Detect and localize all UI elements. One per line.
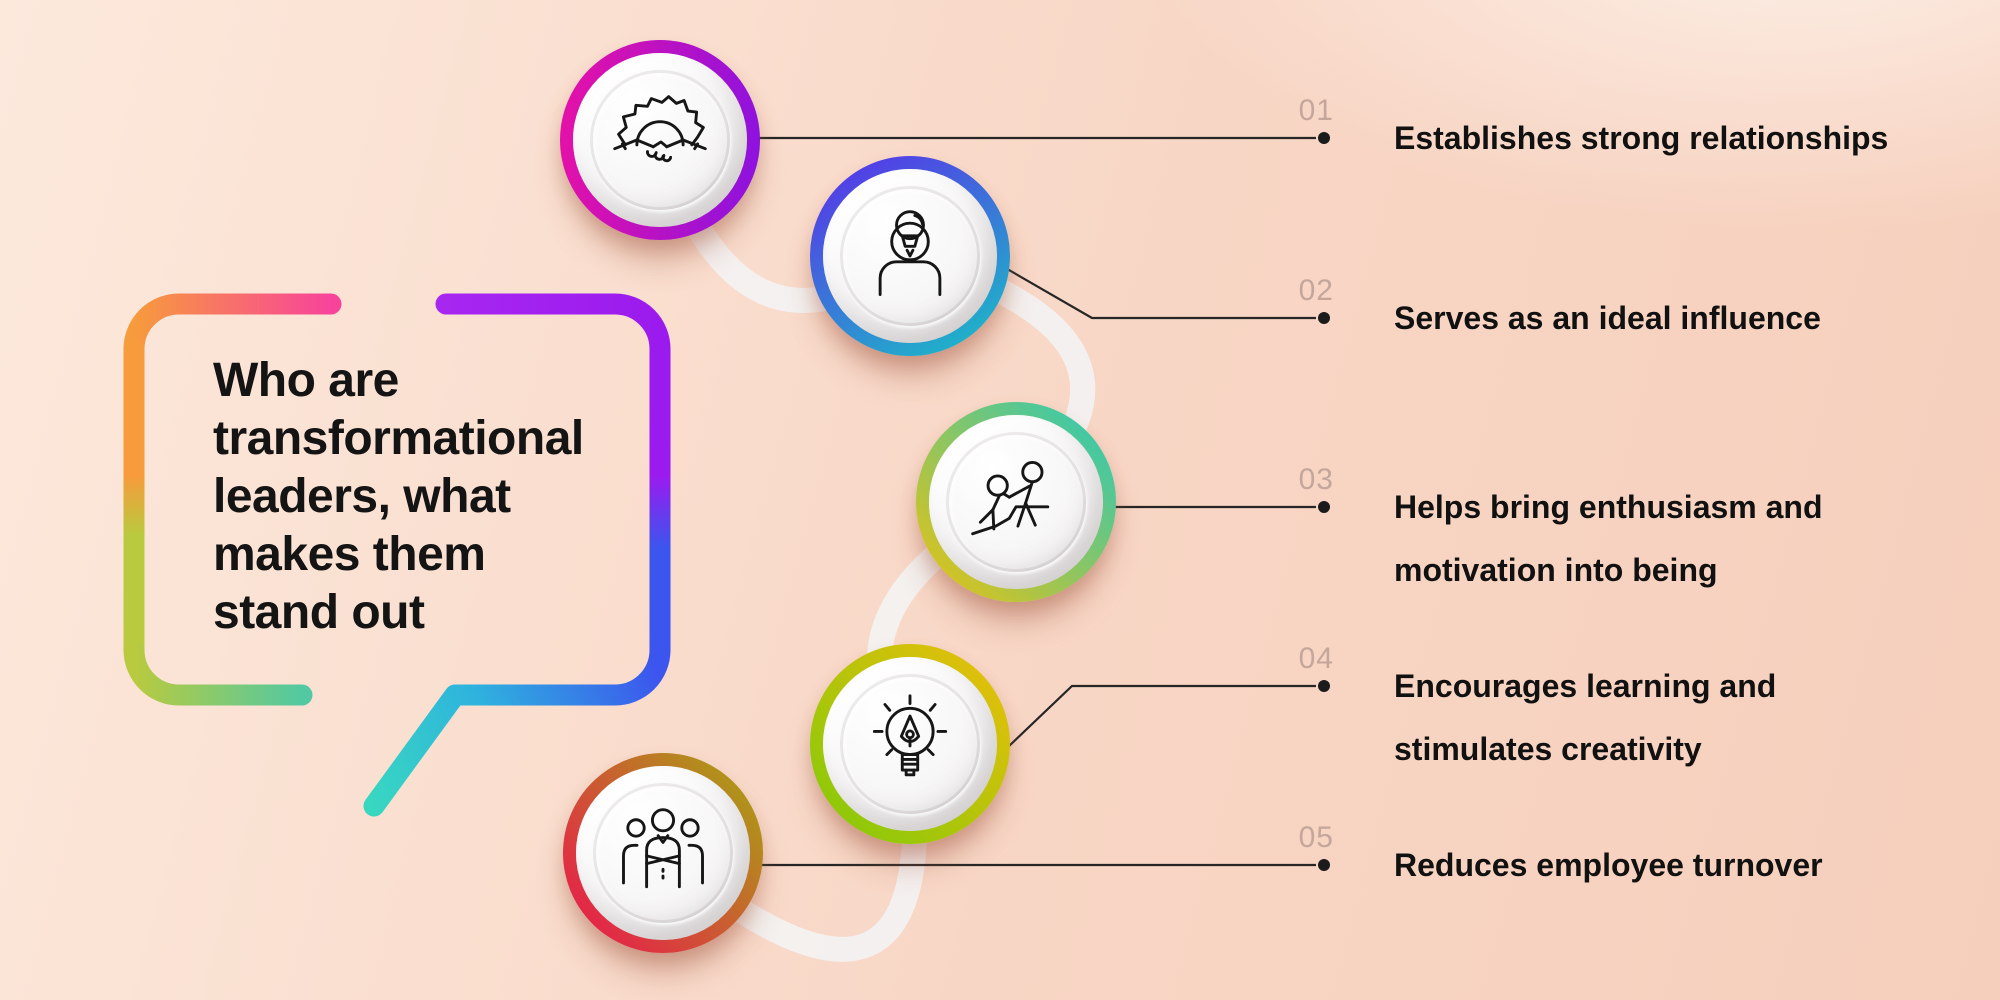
- step-circle-groove: [593, 783, 733, 923]
- step-circle-4: [810, 644, 1010, 844]
- connector-dots: [1318, 132, 1330, 871]
- step-text-1: Establishes strong relationships: [1394, 107, 1888, 170]
- step-text-line: motivation into being: [1394, 552, 1718, 588]
- step-number-1: 01: [1298, 94, 1334, 127]
- title-line: leaders, what: [213, 470, 511, 523]
- connector-dot-2: [1318, 312, 1330, 324]
- step-circle-groove: [840, 186, 980, 326]
- connector-lines: [700, 136, 1316, 867]
- team-icon: [622, 808, 704, 889]
- step-text-4: Encourages learning and stimulates creat…: [1394, 655, 1776, 781]
- step-text-5: Reduces employee turnover: [1394, 834, 1823, 897]
- title-line: stand out: [213, 586, 425, 639]
- bubble-tail-segment: [363, 639, 671, 817]
- bubble-bottom-left-segment: [123, 639, 313, 706]
- step-text-line: stimulates creativity: [1394, 731, 1702, 767]
- connector-dot-4: [1318, 680, 1330, 692]
- connector-line-4: [1007, 684, 1316, 748]
- step-circle-groove: [590, 70, 730, 210]
- step-circle-groove: [840, 674, 980, 814]
- step-circle-2: [810, 156, 1010, 356]
- step-text-line: Reduces employee turnover: [1394, 847, 1823, 883]
- connector-dot-1: [1318, 132, 1330, 144]
- title-line: Who are: [213, 354, 399, 407]
- step-text-3: Helps bring enthusiasm and motivation in…: [1394, 476, 1823, 602]
- title-line: makes them: [213, 528, 486, 581]
- step-text-2: Serves as an ideal influence: [1394, 287, 1821, 350]
- bubble-top-left-segment: [123, 293, 342, 360]
- step-text-line: Helps bring enthusiasm and: [1394, 489, 1823, 525]
- step-circle-5: [563, 753, 763, 953]
- connector-dot-5: [1318, 859, 1330, 871]
- step-number-4: 04: [1298, 642, 1334, 675]
- connector-line-2: [1001, 265, 1316, 320]
- step-text-line: Encourages learning and: [1394, 668, 1777, 704]
- step-number-3: 03: [1298, 463, 1334, 496]
- step-circle-groove: [946, 432, 1086, 572]
- person-idea-icon: [878, 210, 942, 296]
- title-line: transformational: [213, 412, 584, 465]
- step-text-line: Serves as an ideal influence: [1394, 300, 1821, 336]
- step-number-5: 05: [1298, 821, 1334, 854]
- connector-dot-3: [1318, 501, 1330, 513]
- bubble-top-right-segment: [435, 293, 671, 360]
- page-title: Who are transformational leaders, what m…: [213, 352, 584, 642]
- step-circle-3: [916, 402, 1116, 602]
- step-number-2: 02: [1298, 274, 1334, 307]
- helping-hand-climb-icon: [971, 461, 1050, 536]
- step-circle-1: [560, 40, 760, 240]
- creativity-bulb-pen-icon: [872, 694, 948, 777]
- handshake-gear-icon: [613, 95, 707, 163]
- step-text-line: Establishes strong relationships: [1394, 120, 1889, 156]
- speech-bubble: [123, 293, 671, 817]
